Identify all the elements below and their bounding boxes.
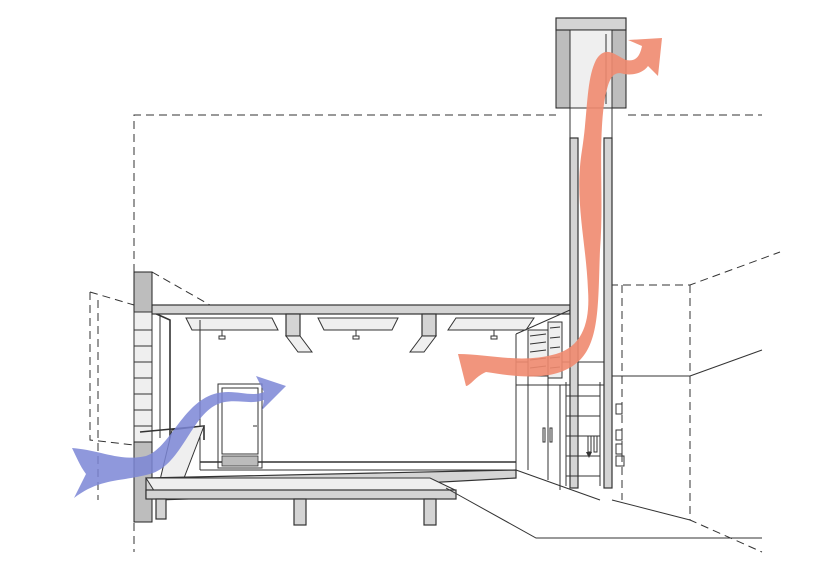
floor-slab — [145, 469, 762, 539]
cupboard-wall — [515, 309, 612, 490]
access-ladder — [565, 382, 601, 486]
supply-air-arrow — [72, 376, 286, 498]
adjacent-volume-dashed — [610, 251, 781, 553]
ceiling-slab — [151, 304, 571, 315]
control-panels — [615, 403, 625, 467]
ceiling-light — [185, 317, 535, 340]
window-louvre — [134, 329, 152, 427]
facade-outline-dashed — [89, 291, 135, 552]
roof-outline-dashed — [133, 114, 762, 306]
ceiling-beams — [285, 313, 437, 353]
interior-door — [217, 383, 263, 469]
room-interior — [139, 320, 517, 481]
